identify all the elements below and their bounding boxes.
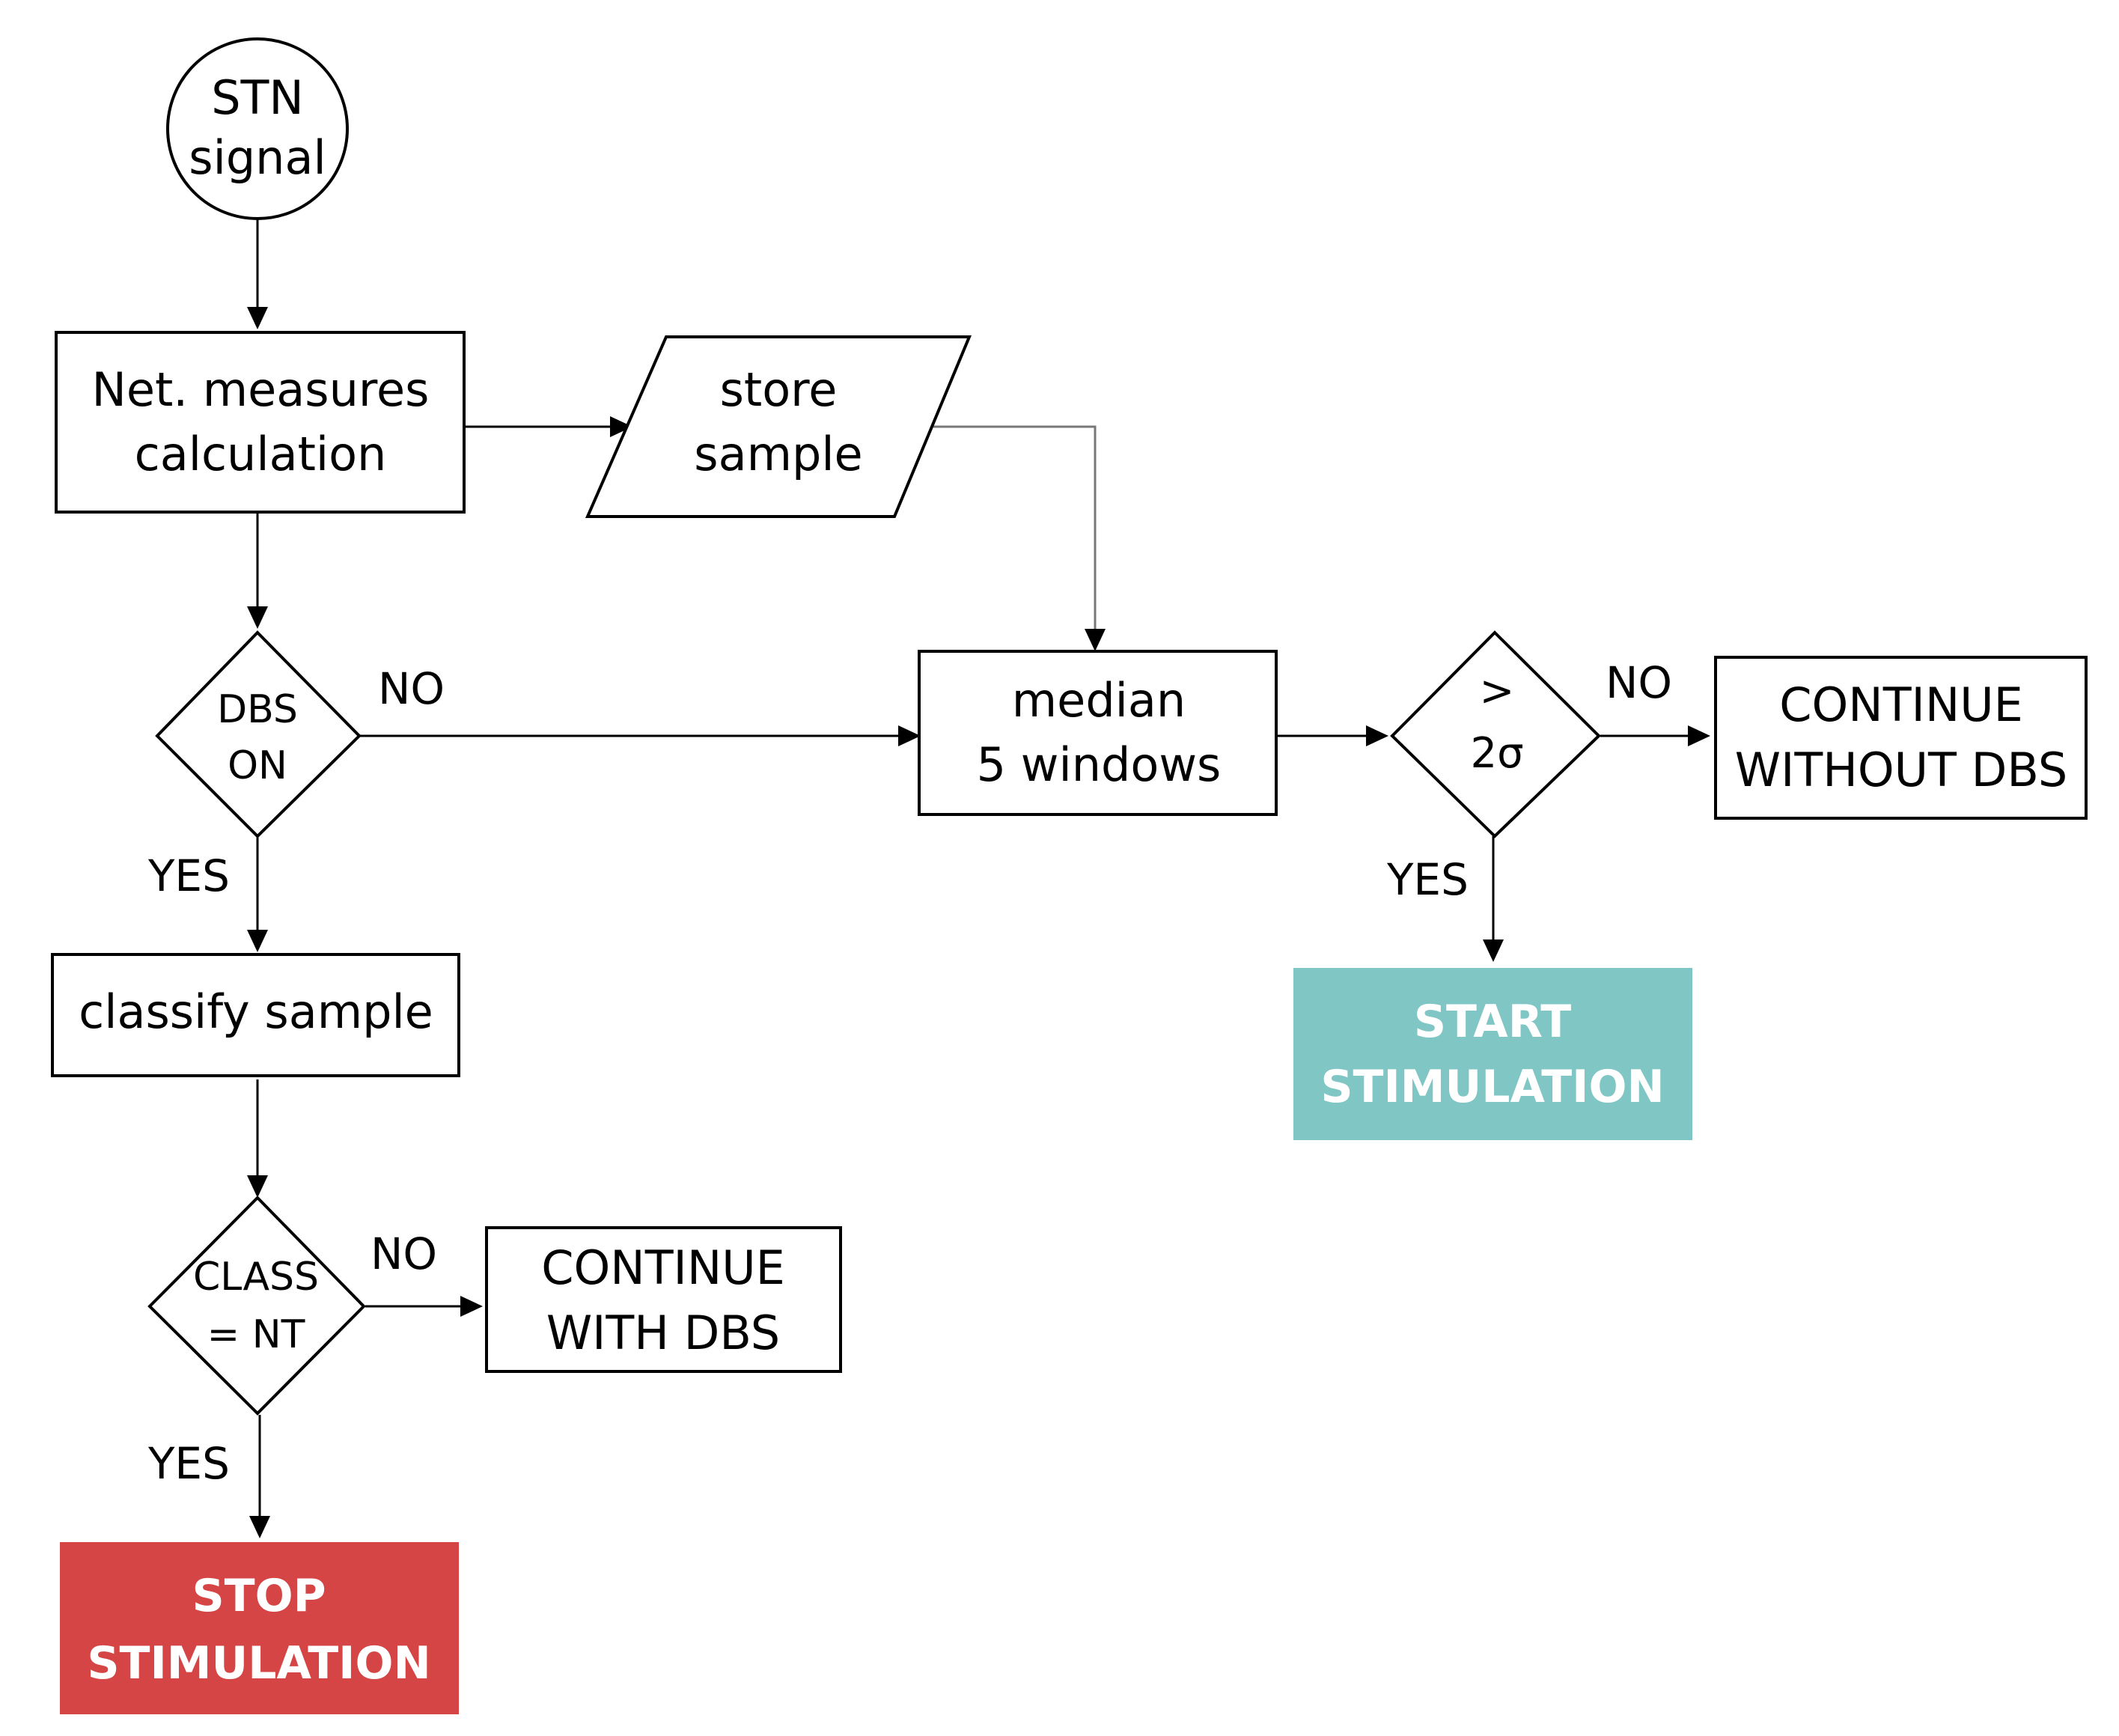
stn-signal-line2: signal: [189, 130, 326, 185]
threshold-line1: >: [1480, 667, 1515, 716]
median-line2: 5 windows: [977, 737, 1222, 792]
arrowhead-net: [247, 307, 268, 329]
stop-stim-line1: STOP: [192, 1570, 326, 1622]
arrowhead-continue-without: [1688, 725, 1710, 746]
threshold-line2: 2σ: [1470, 729, 1523, 778]
node-continue-without-dbs: CONTINUE WITHOUT DBS: [1714, 656, 2088, 820]
node-stop-stimulation: STOP STIMULATION: [60, 1542, 459, 1714]
stn-signal-line1: STN: [211, 70, 304, 125]
node-start-stimulation: START STIMULATION: [1293, 968, 1692, 1140]
arrowhead-class: [247, 1175, 268, 1198]
net-measures-line2: calculation: [135, 427, 387, 481]
net-measures-line1: Net. measures: [92, 362, 430, 417]
arrowhead-classify: [247, 930, 268, 952]
arrowhead-dbs: [247, 606, 268, 629]
class-nt-line1: CLASS: [193, 1255, 319, 1300]
start-stim-line2: STIMULATION: [1320, 1061, 1664, 1113]
node-threshold-decision: > 2σ: [1390, 630, 1601, 838]
edge-store-to-median: [933, 425, 1097, 640]
label-threshold-yes: YES: [1386, 854, 1469, 905]
dbs-on-line2: ON: [228, 743, 287, 788]
store-sample-line2: sample: [694, 427, 862, 481]
continue-with-line2: WITH DBS: [546, 1306, 780, 1360]
start-stim-line1: START: [1414, 996, 1571, 1048]
arrowhead-stop: [249, 1516, 270, 1538]
label-class-yes: YES: [147, 1438, 230, 1489]
node-net-measures: Net. measures calculation: [55, 331, 466, 514]
node-stn-signal: STN signal: [166, 37, 349, 220]
classify-text: classify sample: [79, 984, 433, 1039]
continue-with-line1: CONTINUE: [541, 1240, 785, 1295]
arrowhead-median-top: [1085, 629, 1106, 651]
arrowhead-store: [610, 416, 632, 437]
arrowhead-median-left: [898, 725, 921, 746]
label-class-no: NO: [371, 1228, 437, 1279]
label-dbs-yes: YES: [147, 850, 230, 901]
arrowhead-continue-with: [460, 1296, 483, 1317]
node-store-sample: store sample: [585, 335, 972, 518]
arrowhead-start: [1483, 939, 1504, 962]
node-class-nt-decision: CLASS = NT: [147, 1196, 366, 1416]
stop-stim-line2: STIMULATION: [87, 1637, 430, 1690]
continue-without-line1: CONTINUE: [1779, 677, 2023, 732]
store-sample-line1: store: [720, 362, 838, 417]
class-nt-line2: = NT: [207, 1312, 305, 1357]
dbs-on-line1: DBS: [217, 687, 298, 732]
node-classify-sample: classify sample: [51, 953, 460, 1077]
node-continue-with-dbs: CONTINUE WITH DBS: [485, 1226, 842, 1373]
node-dbs-on-decision: DBS ON: [155, 630, 362, 838]
label-threshold-no: NO: [1606, 657, 1672, 708]
arrowhead-threshold: [1366, 725, 1388, 746]
node-median: median 5 windows: [918, 650, 1278, 816]
median-line1: median: [1012, 673, 1186, 728]
label-dbs-no: NO: [378, 663, 445, 714]
continue-without-line2: WITHOUT DBS: [1735, 743, 2067, 797]
